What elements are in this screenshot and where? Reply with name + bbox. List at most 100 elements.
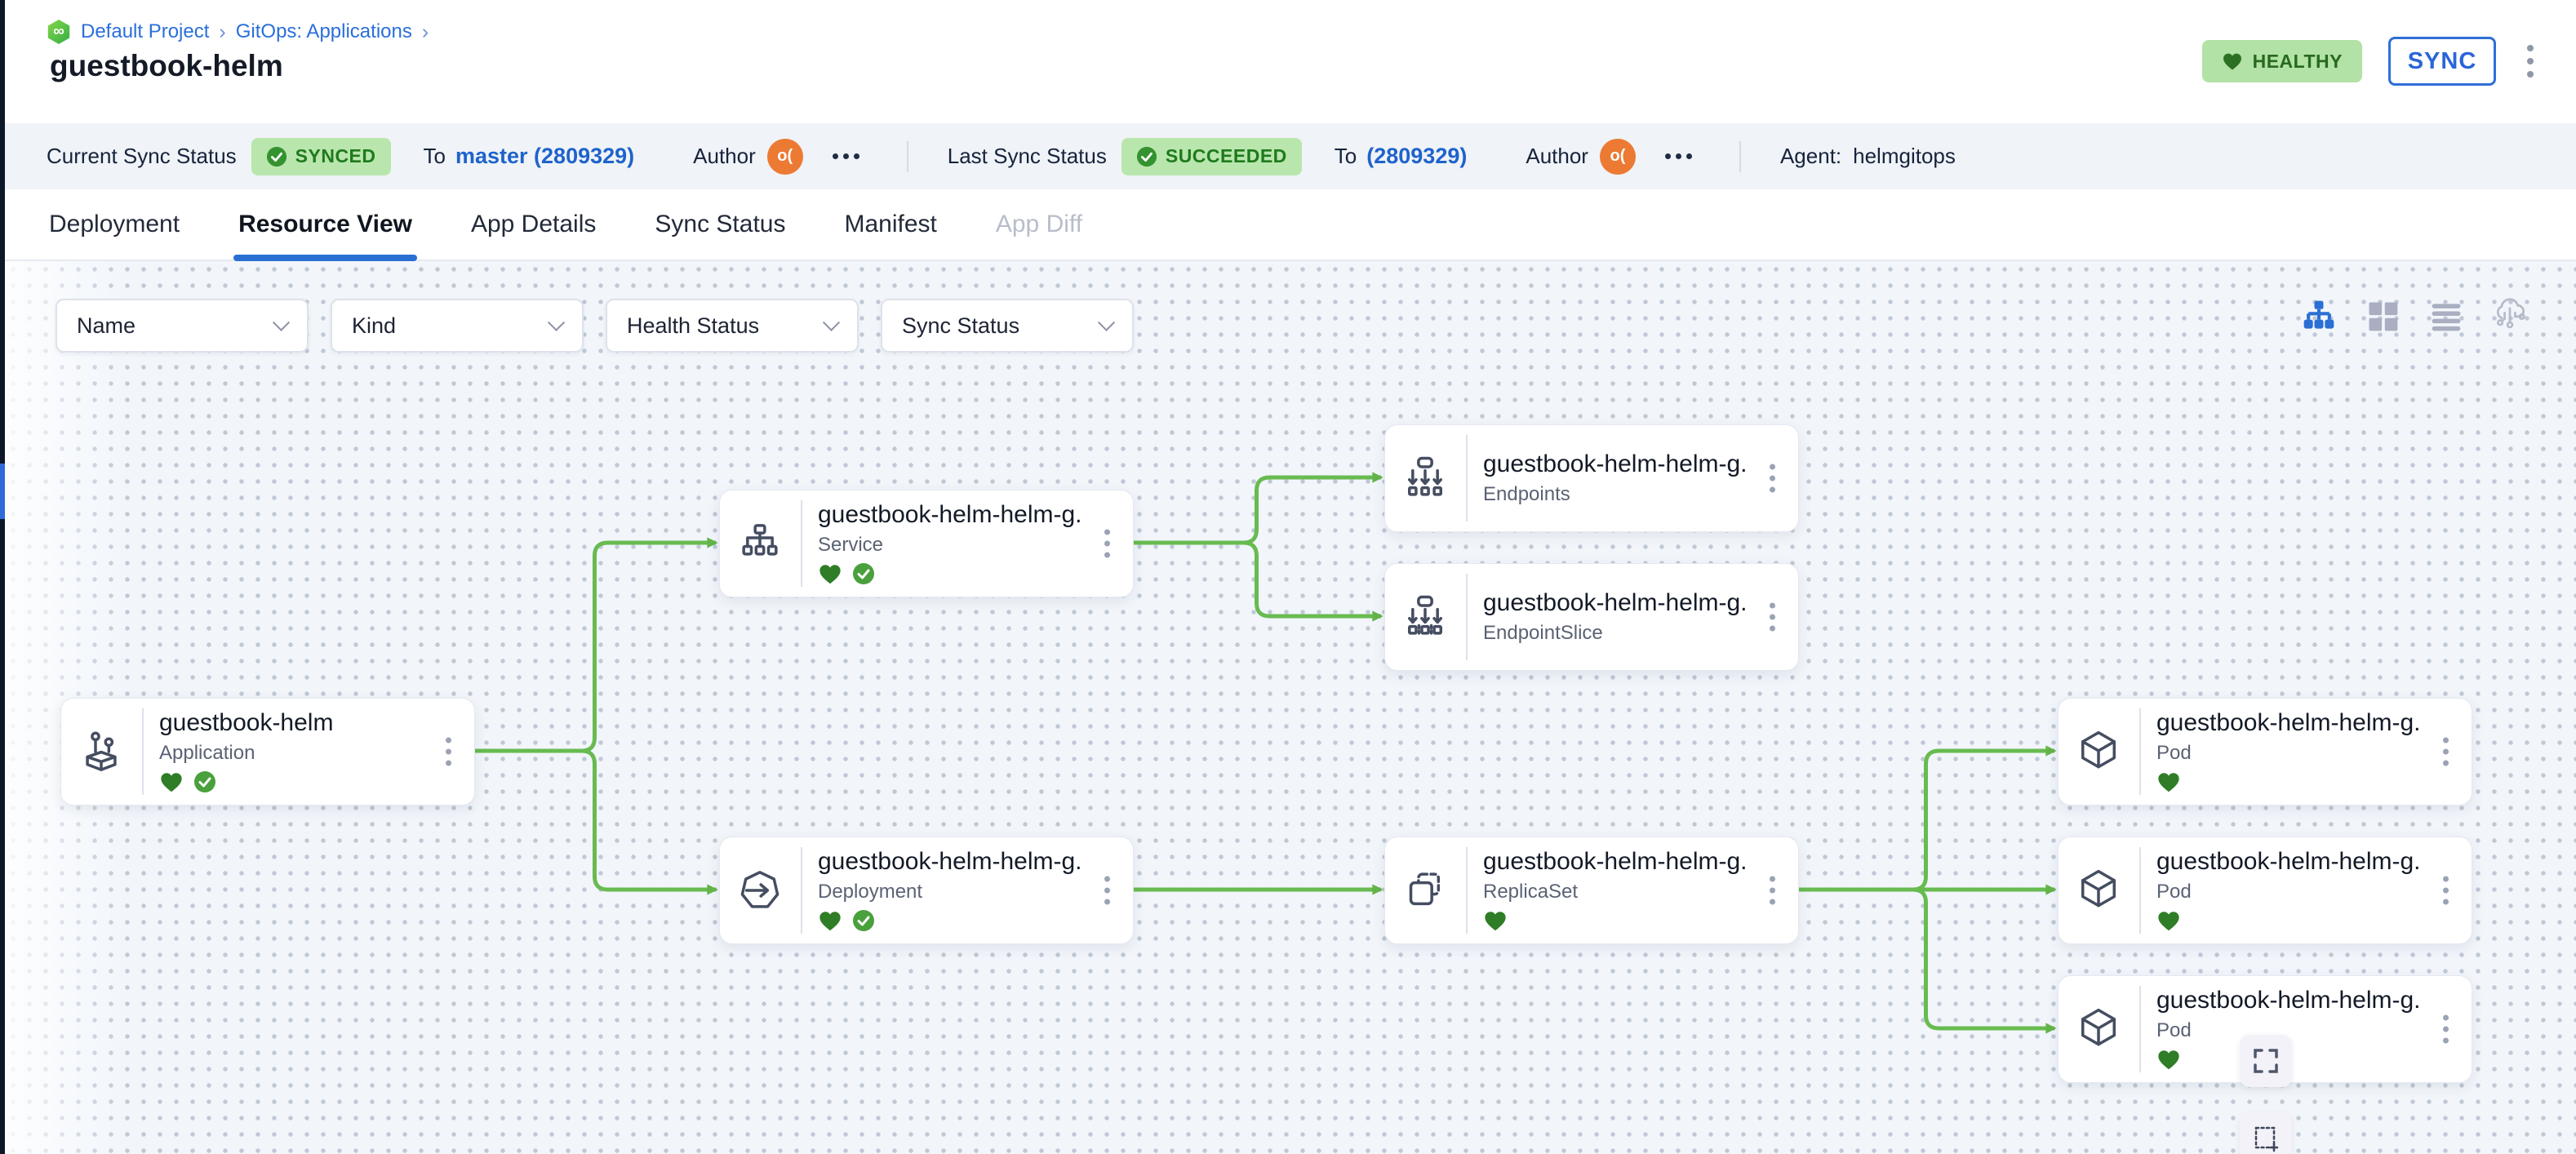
application-icon (61, 699, 141, 805)
edge-svc-eps (1132, 540, 1383, 622)
health-badge-label: HEALTHY (2252, 50, 2343, 72)
resource-kind: Pod (2156, 881, 2192, 903)
divider (1739, 140, 1741, 172)
sync-status-bar: Current Sync Status SYNCED To master (28… (5, 123, 2576, 190)
to-label: To (423, 144, 446, 168)
resource-status-row (159, 770, 422, 794)
endpointslice-icon (1385, 564, 1465, 670)
resource-name: guestbook-helm-helm-g... (818, 501, 1081, 528)
node-menu-button[interactable] (2438, 733, 2454, 771)
page-title: guestbook-helm (50, 49, 283, 82)
node-menu-button[interactable] (441, 733, 456, 771)
kebab-menu-icon[interactable] (2522, 40, 2538, 82)
current-revision-link[interactable]: master (2809329) (455, 144, 635, 168)
cluster-view-icon[interactable] (2491, 297, 2529, 335)
edge-svc-ep (1132, 472, 1383, 545)
node-menu-button[interactable] (1765, 598, 1780, 637)
tab-deployment[interactable]: Deployment (49, 211, 180, 237)
tree-view-icon[interactable] (2300, 297, 2338, 335)
node-menu-button[interactable] (1099, 525, 1115, 563)
resource-status-row (818, 561, 1081, 586)
resource-graph-canvas[interactable]: Name Kind Health Status Sync Status guestbo… (5, 261, 2576, 1154)
filter-kind[interactable]: Kind (331, 299, 584, 353)
breadcrumb-section[interactable]: GitOps: Applications (235, 20, 412, 42)
health-heart-icon (1485, 912, 1506, 931)
graph-edges (473, 472, 2057, 1034)
filter-bar: Name Kind Health Status Sync Status (56, 299, 1134, 353)
succeeded-badge: SUCCEEDED (1121, 137, 1302, 175)
node-menu-button[interactable] (2438, 872, 2454, 910)
chevron-down-icon (272, 313, 291, 331)
grid-view-icon[interactable] (2364, 297, 2401, 335)
synced-badge-label: SYNCED (295, 145, 376, 166)
node-menu-button[interactable] (1765, 459, 1780, 498)
succeeded-badge-label: SUCCEEDED (1165, 145, 1287, 166)
to-label: To (1334, 144, 1357, 168)
node-menu-button[interactable] (1099, 872, 1115, 910)
divider (906, 140, 908, 172)
check-circle-icon (266, 146, 286, 166)
resource-status-row (2156, 770, 2419, 794)
sync-button[interactable]: SYNC (2388, 37, 2496, 86)
divider (1466, 847, 1468, 934)
resource-kind: ReplicaSet (1483, 881, 1579, 903)
replicaset-icon (1385, 837, 1465, 943)
resource-node-pod[interactable]: guestbook-helm-helm-g... Pod (2058, 837, 2472, 944)
resource-node-replicaset[interactable]: guestbook-helm-helm-g... ReplicaSet (1384, 837, 1799, 944)
service-icon (720, 490, 800, 597)
last-revision-link[interactable]: (2809329) (1366, 144, 1468, 168)
resource-node-deployment[interactable]: guestbook-helm-helm-g... Deployment (719, 837, 1134, 944)
filter-label: Sync Status (902, 313, 1020, 338)
sync-check-icon (853, 910, 874, 931)
health-status-badge: HEALTHY (2201, 40, 2362, 82)
resource-node-pod[interactable]: guestbook-helm-helm-g... Pod (2058, 698, 2472, 806)
tabs: Deployment Resource View App Details Sync S… (5, 189, 2576, 261)
resource-kind: Deployment (818, 881, 923, 903)
filter-sync-status[interactable]: Sync Status (881, 299, 1134, 353)
health-heart-icon (819, 565, 841, 584)
author-avatar[interactable]: o( (1599, 138, 1636, 175)
endpoints-icon (1385, 425, 1465, 531)
resource-node-endpointslice[interactable]: guestbook-helm-helm-g... EndpointSlice (1384, 563, 1799, 671)
node-menu-button[interactable] (2438, 1010, 2454, 1049)
filter-label: Health Status (627, 313, 760, 338)
collapsed-sidebar[interactable] (0, 0, 5, 1154)
chevron-right-icon: › (219, 20, 226, 43)
resource-node-application[interactable]: guestbook-helm Application (60, 698, 475, 806)
check-circle-icon (1136, 146, 1157, 166)
resource-name: guestbook-helm-helm-g... (1483, 848, 1746, 875)
resource-node-service[interactable]: guestbook-helm-helm-g... Service (719, 490, 1134, 597)
node-menu-button[interactable] (1765, 872, 1780, 910)
breadcrumb-project[interactable]: Default Project (81, 20, 210, 42)
resource-kind: Application (159, 742, 255, 764)
list-view-icon[interactable] (2427, 297, 2465, 335)
chevron-down-icon (822, 313, 841, 331)
fit-view-icon[interactable] (2240, 1035, 2292, 1087)
divider (1466, 435, 1468, 522)
resource-status-row (1483, 908, 1746, 933)
resource-kind: Service (818, 534, 884, 556)
tab-resource-view[interactable]: Resource View (233, 189, 417, 261)
tab-sync-status[interactable]: Sync Status (655, 211, 786, 237)
tab-manifest[interactable]: Manifest (844, 211, 937, 237)
ellipsis-icon[interactable] (1664, 153, 1692, 159)
chevron-right-icon: › (421, 20, 429, 43)
marquee-zoom-icon[interactable] (2240, 1112, 2292, 1154)
edge-rs-pod3 (1797, 887, 2057, 1034)
author-avatar[interactable]: o( (766, 138, 803, 175)
filter-name[interactable]: Name (56, 299, 309, 353)
chevron-down-icon (547, 313, 566, 331)
tab-app-details[interactable]: App Details (470, 211, 597, 237)
view-toggles (2300, 297, 2529, 335)
resource-name: guestbook-helm-helm-g... (2156, 848, 2419, 875)
sidebar-active-indicator (0, 464, 5, 519)
divider (2139, 847, 2141, 934)
resource-name: guestbook-helm-helm-g... (818, 848, 1081, 875)
filter-health-status[interactable]: Health Status (606, 299, 859, 353)
resource-status-row (2156, 1047, 2419, 1072)
health-heart-icon (161, 773, 182, 792)
resource-node-endpoints[interactable]: guestbook-helm-helm-g... Endpoints (1384, 424, 1799, 532)
edge-app-svc (473, 537, 718, 753)
ellipsis-icon[interactable] (832, 153, 859, 159)
